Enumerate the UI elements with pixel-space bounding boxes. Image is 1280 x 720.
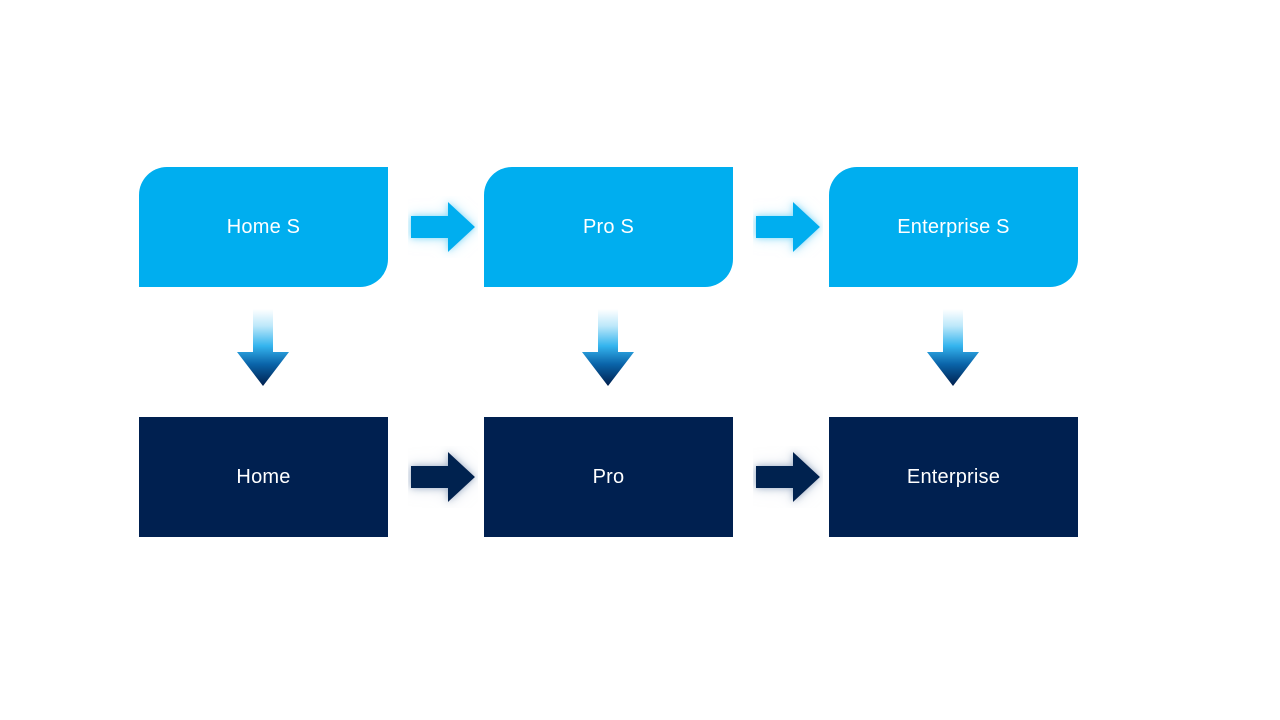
node-enterprise-s-label: Enterprise S xyxy=(897,216,1010,238)
arrow-pro-to-enterprise-icon xyxy=(753,446,823,508)
arrow-home-to-pro-icon xyxy=(408,446,478,508)
node-enterprise-s[interactable]: Enterprise S xyxy=(829,167,1078,287)
node-enterprise[interactable]: Enterprise xyxy=(829,417,1078,537)
node-enterprise-label: Enterprise xyxy=(906,466,1001,488)
arrow-pro-s-to-enterprise-s-icon xyxy=(753,196,823,258)
node-home-label: Home xyxy=(236,466,291,488)
node-pro-label: Pro xyxy=(592,466,625,488)
node-home-s[interactable]: Home S xyxy=(139,167,388,287)
node-pro-s-label: Pro S xyxy=(582,216,635,238)
node-pro-s[interactable]: Pro S xyxy=(484,167,733,287)
arrow-home-s-to-pro-s-icon xyxy=(408,196,478,258)
arrow-enterprise-s-to-enterprise-icon xyxy=(922,308,984,388)
node-home-s-label: Home S xyxy=(226,216,301,238)
node-pro[interactable]: Pro xyxy=(484,417,733,537)
arrow-pro-s-to-pro-icon xyxy=(577,308,639,388)
arrow-home-s-to-home-icon xyxy=(232,308,294,388)
node-home[interactable]: Home xyxy=(139,417,388,537)
